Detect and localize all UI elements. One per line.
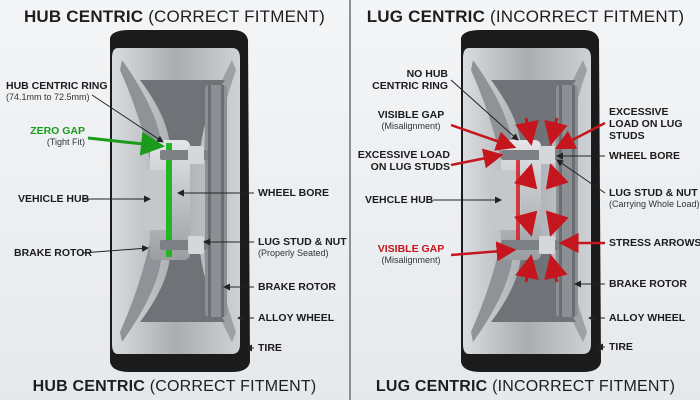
bottom-title-bold: LUG CENTRIC bbox=[375, 378, 488, 395]
visible-gap-top-sub: (Misalignment) bbox=[381, 121, 441, 131]
hub-centric-bottom-title: HUB CENTRIC (CORRECT FITMENT) bbox=[0, 378, 349, 396]
lug-centric-panel: LUG CENTRIC (INCORRECT FITMENT) NO HUB C… bbox=[351, 0, 700, 400]
excessive-load-right-label: EXCESSIVE LOAD ON LUG STUDS bbox=[609, 106, 683, 142]
excessive-load-left-label: EXCESSIVE LOAD ON LUG STUDS bbox=[357, 149, 450, 173]
stress-arrow bbox=[545, 163, 569, 190]
hub-centric-title: HUB CENTRIC (CORRECT FITMENT) bbox=[0, 7, 349, 27]
stress-arrow bbox=[514, 163, 538, 190]
visible-gap-shape bbox=[516, 150, 520, 250]
stress-arrow bbox=[545, 210, 569, 237]
lug-centric-wheel-illustration bbox=[433, 30, 606, 372]
tire-label: TIRE bbox=[609, 341, 633, 353]
stress-arrow bbox=[544, 254, 568, 283]
lug-stud-label: LUG STUD & NUT (Carrying Whole Load) bbox=[609, 187, 700, 210]
brake-rotor-label: BRAKE ROTOR bbox=[609, 278, 687, 290]
vehicle-hub-label: VEHICLE HUB bbox=[18, 193, 90, 205]
visible-gap-bottom-sub: (Misalignment) bbox=[381, 255, 441, 265]
panel-divider bbox=[349, 0, 351, 400]
hub-centric-ring-sub: (74.1mm to 72.5mm) bbox=[6, 92, 90, 102]
wheel-bore-label: WHEEL BORE bbox=[258, 187, 329, 199]
visible-gap-top-text: VISIBLE GAP bbox=[377, 109, 445, 121]
title-rest: (CORRECT FITMENT) bbox=[143, 7, 326, 26]
zero-gap-label: ZERO GAP (Tight Fit) bbox=[30, 125, 85, 148]
lug-stud-text: LUG STUD & NUT bbox=[609, 187, 698, 199]
no-hub-centric-ring-label: NO HUB CENTRIC RING bbox=[372, 68, 448, 92]
hub-centric-wheel-illustration bbox=[81, 30, 254, 372]
stress-arrows-label: STRESS ARROWS bbox=[609, 237, 700, 249]
lug-stud-label: LUG STUD & NUT (Properly Seated) bbox=[258, 236, 347, 259]
vehicle-hub-label: VEHCLE HUB bbox=[365, 194, 434, 206]
visible-gap-top-label: VISIBLE GAP (Misalignment) bbox=[371, 109, 451, 132]
brake-rotor-right-label: BRAKE ROTOR bbox=[258, 281, 336, 293]
title-bold: HUB CENTRIC bbox=[23, 7, 144, 26]
bottom-title-bold: HUB CENTRIC bbox=[32, 378, 146, 395]
hub-centric-ring-shape bbox=[166, 143, 172, 257]
zero-gap-sub: (Tight Fit) bbox=[46, 137, 85, 147]
lug-centric-title: LUG CENTRIC (INCORRECT FITMENT) bbox=[351, 7, 700, 27]
visible-gap-bottom-text: VISIBLE GAP bbox=[377, 243, 445, 255]
bottom-title-rest: (INCORRECT FITMENT) bbox=[487, 378, 676, 395]
hub-centric-ring-label: HUB CENTRIC RING (74.1mm to 72.5mm) bbox=[6, 80, 108, 103]
hub-centric-ring-text: HUB CENTRIC RING bbox=[6, 80, 108, 92]
stress-arrow bbox=[514, 210, 538, 237]
brake-rotor-left-label: BRAKE ROTOR bbox=[14, 247, 92, 259]
lug-stud-sub: (Properly Seated) bbox=[258, 248, 329, 258]
zero-gap-text: ZERO GAP bbox=[30, 125, 85, 137]
alloy-wheel-label: ALLOY WHEEL bbox=[609, 312, 686, 324]
tire-label: TIRE bbox=[258, 342, 282, 354]
title-rest: (INCORRECT FITMENT) bbox=[485, 7, 685, 26]
stress-arrow bbox=[515, 117, 539, 146]
title-bold: LUG CENTRIC bbox=[366, 7, 486, 26]
lug-centric-bottom-title: LUG CENTRIC (INCORRECT FITMENT) bbox=[351, 378, 700, 396]
lug-stud-text: LUG STUD & NUT bbox=[258, 236, 347, 248]
bottom-title-rest: (CORRECT FITMENT) bbox=[145, 378, 317, 395]
hub-centric-panel: HUB CENTRIC (CORRECT FITMENT) HUB CENTRI… bbox=[0, 0, 349, 400]
lug-stud-sub: (Carrying Whole Load) bbox=[609, 199, 700, 209]
stress-arrow bbox=[544, 117, 568, 146]
stress-arrow bbox=[515, 254, 539, 283]
wheel-bore-label: WHEEL BORE bbox=[609, 150, 680, 162]
alloy-wheel-label: ALLOY WHEEL bbox=[258, 312, 335, 324]
visible-gap-bottom-label: VISIBLE GAP (Misalignment) bbox=[371, 243, 451, 266]
